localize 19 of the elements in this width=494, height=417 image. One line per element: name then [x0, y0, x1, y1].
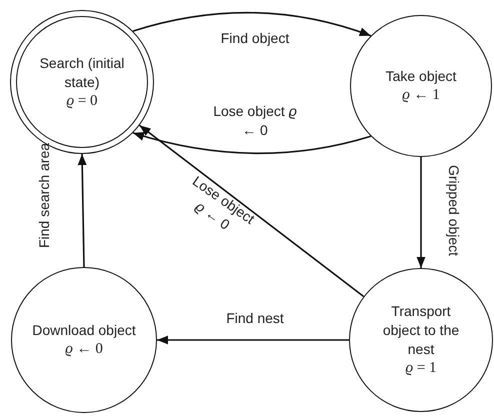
state-name: Download object: [32, 321, 136, 340]
state-name: Search (initial state): [38, 54, 126, 92]
state-formula: ϱ = 1: [405, 359, 437, 378]
state-name: Take object: [386, 67, 456, 86]
arrow: [132, 12, 372, 37]
edge-label: Find object: [220, 28, 290, 48]
state-formula: ϱ ← 1: [402, 86, 440, 105]
state-formula: ϱ = 0: [66, 92, 98, 110]
arrow: [139, 124, 364, 298]
edge-label: Find nest: [226, 308, 284, 328]
edge-label: Find search area: [36, 142, 54, 248]
edge-label: Lose object ϱ ← 0: [212, 102, 298, 140]
arrow: [157, 336, 349, 344]
arrow: [416, 157, 426, 268]
state-name: Transport object to the nest: [382, 302, 460, 359]
arrow: [132, 132, 372, 154]
edge-label: Gripped object: [445, 164, 464, 256]
arrow: [78, 154, 87, 268]
state-formula: ϱ ← 0: [65, 340, 103, 359]
